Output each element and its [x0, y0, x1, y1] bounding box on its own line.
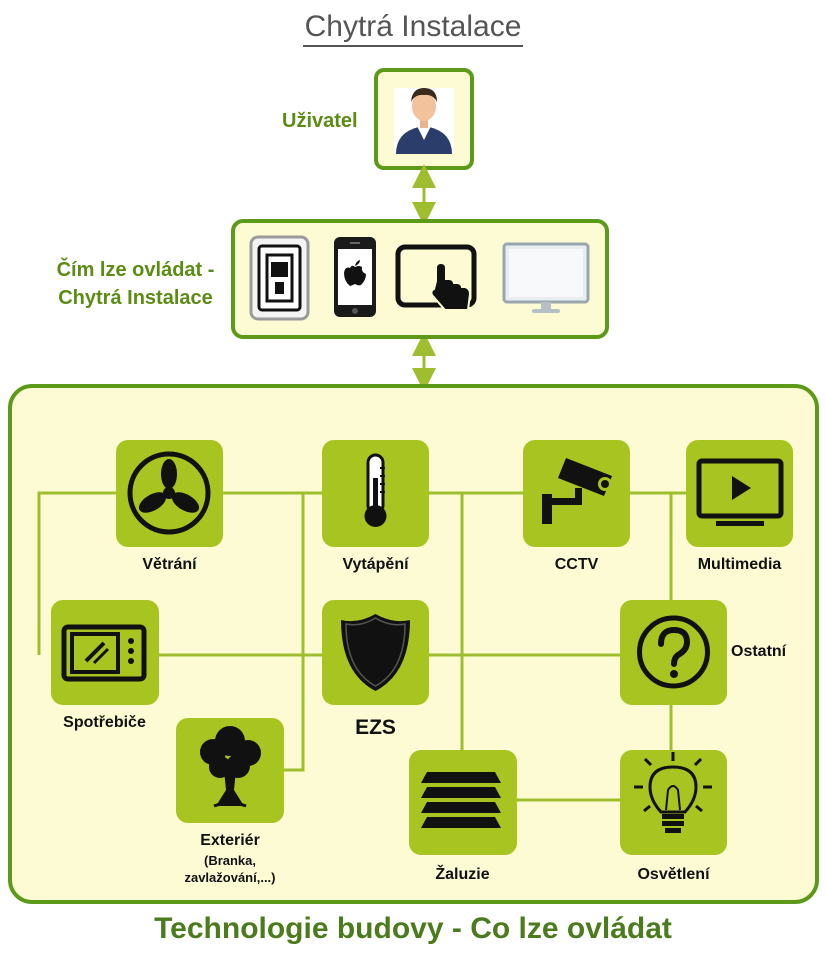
exterior-label: Exteriér [200, 832, 260, 849]
heating-tile [322, 440, 429, 547]
security-label: EZS [355, 716, 396, 739]
page-title: Chytrá Instalace [0, 10, 826, 47]
security-tile [322, 600, 429, 705]
ventilation-label: Větrání [142, 556, 197, 573]
multimedia-tile [686, 440, 793, 547]
question-mark-icon [637, 615, 710, 689]
wall-switch-icon [249, 235, 310, 321]
user-avatar-icon [394, 88, 454, 154]
monitor-icon [502, 242, 590, 313]
light-bulb-icon [634, 752, 712, 833]
tree-icon [200, 726, 261, 808]
multimedia-label: Multimedia [697, 556, 782, 573]
appliances-tile [51, 600, 159, 705]
blinds-label: Žaluzie [435, 866, 490, 883]
security-camera-icon [542, 458, 612, 524]
control-label-line1: Čím lze ovládat - [56, 259, 215, 281]
lighting-tile [620, 750, 727, 855]
cctv-label: CCTV [554, 556, 599, 573]
blinds-icon [421, 772, 501, 828]
thermometer-icon [364, 453, 387, 527]
control-label-line2: Chytrá Instalace [58, 287, 213, 309]
microwave-icon [61, 624, 147, 682]
exterior-sublabel-line1: (Branka, [203, 853, 257, 868]
user-label: Uživatel [282, 110, 358, 132]
appliances-label: Spotřebiče [63, 714, 146, 731]
other-tile [620, 600, 727, 705]
blinds-tile [409, 750, 517, 855]
tablet-touch-icon [395, 244, 477, 311]
lighting-label: Osvětlení [637, 866, 710, 883]
cctv-tile [523, 440, 630, 547]
bottom-title: Technologie budovy - Co lze ovládat [154, 912, 672, 945]
page-title-text: Chytrá Instalace [302, 10, 524, 47]
smartphone-apple-icon [334, 237, 376, 317]
heating-label: Vytápění [342, 556, 409, 573]
fan-icon [127, 451, 211, 535]
ventilation-tile [116, 440, 223, 547]
video-player-icon [696, 458, 784, 526]
control-label: Čím lze ovládat - Chytrá Instalace [48, 256, 223, 312]
other-label: Ostatní [731, 643, 787, 660]
exterior-tile [176, 718, 284, 823]
exterior-sublabel-line2: zavlažování,...) [184, 870, 276, 885]
shield-icon [341, 614, 410, 691]
exterior-sublabel: (Branka, zavlažování,...) [150, 852, 310, 886]
